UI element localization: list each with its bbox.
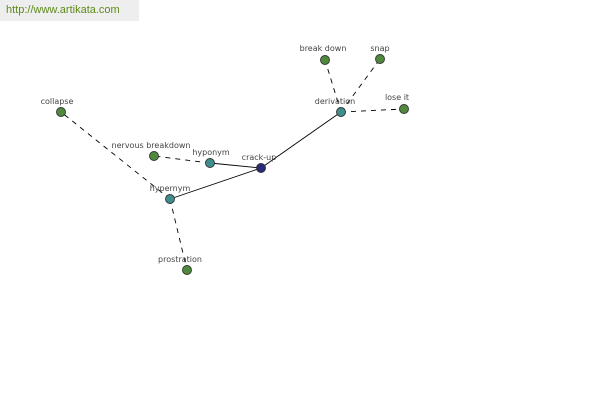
- label-layer: crack-up derivation hyponym hypernym break d…: [41, 44, 409, 264]
- node-hyponym[interactable]: [205, 158, 215, 168]
- edge-hypernym-prostration: [169, 198, 188, 271]
- node-snap[interactable]: [375, 54, 385, 64]
- edge-crack-up-hyponym: [209, 162, 262, 169]
- node-label-prostration[interactable]: prostration: [158, 255, 202, 264]
- node-collapse[interactable]: [56, 107, 66, 117]
- node-prostration[interactable]: [182, 265, 192, 275]
- node-crack-up[interactable]: [256, 163, 266, 173]
- node-lose-it[interactable]: [399, 104, 409, 114]
- node-break-down[interactable]: [320, 55, 330, 65]
- node-derivation[interactable]: [336, 107, 346, 117]
- edge-hypernym-collapse: [60, 111, 171, 200]
- node-label-derivation[interactable]: derivation: [315, 97, 355, 106]
- node-label-lose-it[interactable]: lose it: [385, 93, 409, 102]
- node-label-collapse[interactable]: collapse: [41, 97, 74, 106]
- site-url-banner[interactable]: http://www.artikata.com: [0, 0, 139, 21]
- node-label-hypernym[interactable]: hypernym: [150, 184, 191, 193]
- edge-crack-up-derivation: [260, 111, 342, 169]
- node-layer: [56, 54, 409, 275]
- node-label-break-down[interactable]: break down: [300, 44, 347, 53]
- node-hypernym[interactable]: [165, 194, 175, 204]
- node-label-hyponym[interactable]: hyponym: [192, 148, 230, 157]
- node-label-crack-up[interactable]: crack-up: [242, 153, 277, 162]
- edge-crack-up-hypernym: [169, 167, 262, 200]
- edge-layer: [60, 58, 405, 271]
- node-label-snap[interactable]: snap: [370, 44, 389, 53]
- node-nervous-breakdown[interactable]: [149, 151, 159, 161]
- node-label-nervous-breakdown[interactable]: nervous breakdown: [112, 141, 191, 150]
- edge-derivation-lose-it: [340, 108, 405, 113]
- edge-hyponym-nervous-breakdown: [153, 155, 211, 164]
- edge-derivation-snap: [340, 58, 381, 113]
- site-url-text[interactable]: http://www.artikata.com: [6, 4, 120, 16]
